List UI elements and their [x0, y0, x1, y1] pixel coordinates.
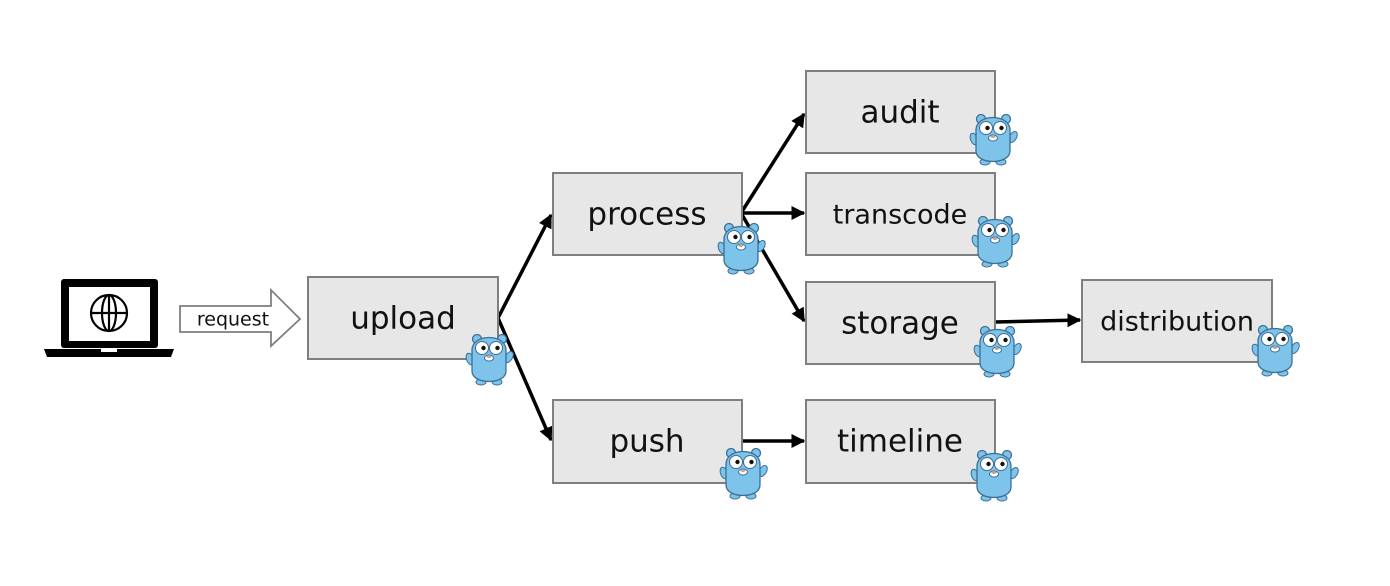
- node-distribution: distribution: [1081, 279, 1273, 363]
- node-label: audit: [860, 95, 939, 131]
- node-label: transcode: [833, 200, 968, 231]
- edge-upload-process: [496, 213, 553, 319]
- edges: [496, 112, 1082, 448]
- edge-process-audit: [739, 112, 806, 214]
- node-label: storage: [841, 306, 959, 342]
- globe-icon: [89, 293, 129, 333]
- node-process: process: [552, 172, 743, 256]
- edge-storage-distribution: [994, 313, 1082, 328]
- laptop-globe-icon: [44, 279, 174, 357]
- node-storage: storage: [805, 281, 996, 365]
- request-label: request: [197, 309, 269, 331]
- node-label: distribution: [1100, 307, 1254, 338]
- request-arrow: request: [179, 287, 302, 349]
- node-label: timeline: [837, 424, 963, 460]
- node-push: push: [552, 399, 743, 484]
- node-label: process: [587, 197, 706, 233]
- node-upload: upload: [307, 276, 499, 360]
- node-label: upload: [350, 301, 456, 337]
- node-transcode: transcode: [805, 172, 996, 256]
- node-label: push: [609, 424, 684, 460]
- node-timeline: timeline: [805, 399, 996, 484]
- node-audit: audit: [805, 70, 996, 154]
